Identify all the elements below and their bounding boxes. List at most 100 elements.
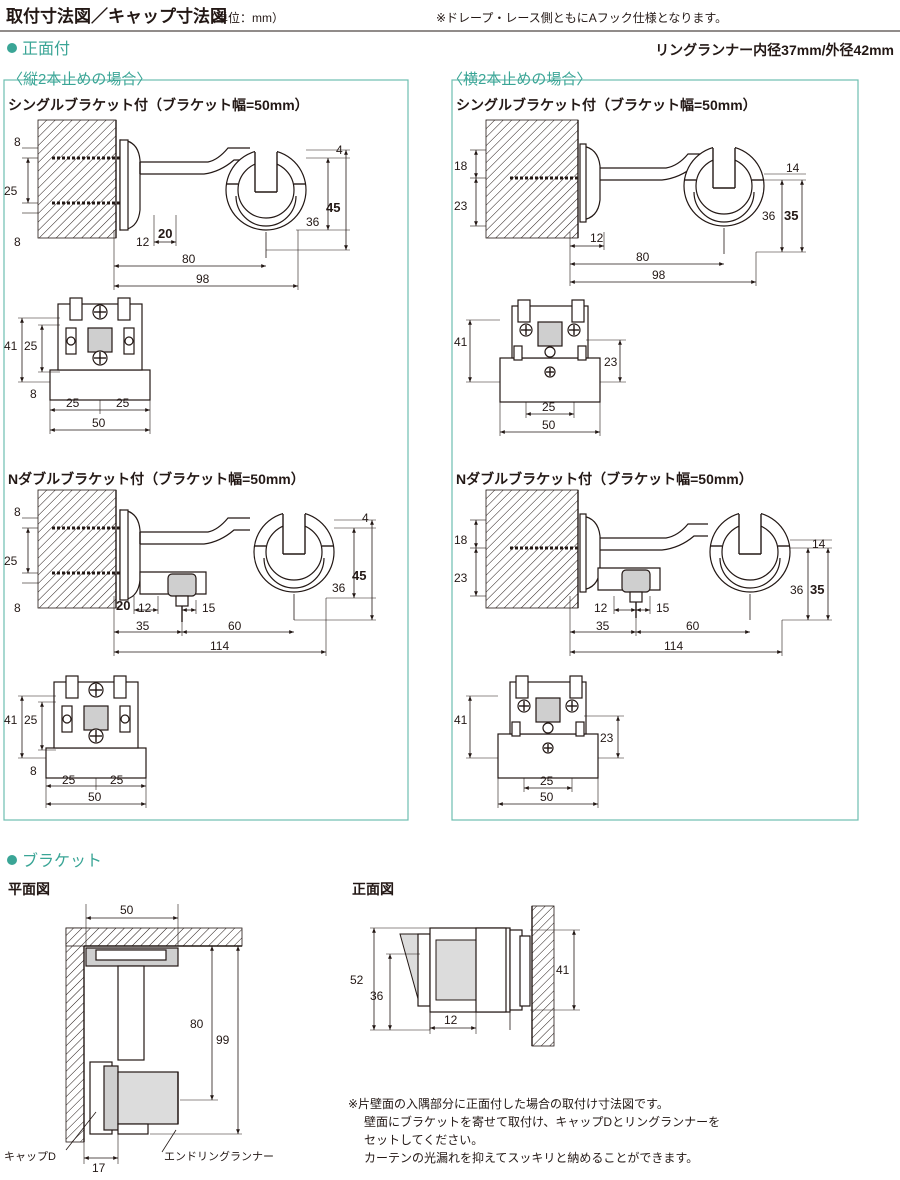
dim-label: 12 — [444, 1013, 458, 1027]
bracket-plan-view — [65, 904, 243, 1164]
dim-label: 25 — [24, 713, 38, 727]
dim-label: 12 — [136, 235, 150, 249]
dim-label: 25 — [116, 396, 130, 410]
dim-label: 8 — [14, 505, 21, 519]
page-title: 取付寸法図／キャップ寸法図 — [6, 6, 227, 26]
right-single-plan — [466, 299, 626, 436]
note-line: セットしてください。 — [364, 1133, 483, 1147]
dim-label: 98 — [196, 272, 210, 286]
dim-label: 36 — [332, 581, 346, 595]
dim-label: 99 — [216, 1033, 230, 1047]
dim-label: 20 — [116, 598, 130, 613]
left-single-heading: シングルブラケット付（ブラケット幅=50mm） — [8, 97, 309, 113]
left-single-plan — [18, 297, 151, 434]
note-line: 壁面にブラケットを寄せて取付け、キャップDとリングランナーを — [364, 1114, 720, 1129]
dim-label: 15 — [656, 601, 670, 615]
dim-label: 41 — [4, 713, 18, 727]
dim-label: 114 — [210, 639, 229, 653]
dim-label: 23 — [600, 731, 614, 745]
dim-label: 35 — [784, 208, 798, 223]
dim-label: 14 — [812, 537, 826, 551]
front-section-label: 正面付 — [22, 40, 70, 58]
dim-label: 52 — [350, 973, 364, 987]
dim-label: 60 — [686, 619, 700, 633]
dim-label: 98 — [652, 268, 666, 282]
dim-label: 25 — [66, 396, 80, 410]
right-panel-frame — [451, 79, 859, 821]
right-double-elevation — [470, 488, 832, 656]
dim-label: 12 — [594, 601, 608, 615]
dim-label: 8 — [14, 135, 21, 149]
dim-label: 60 — [228, 619, 242, 633]
dim-label: 36 — [370, 989, 384, 1003]
dim-label: 23 — [454, 199, 468, 213]
left-panel-frame — [3, 79, 409, 821]
dim-label: 15 — [202, 601, 216, 615]
dim-label: 8 — [14, 601, 21, 615]
left-single-elevation — [22, 118, 350, 290]
dim-label: 12 — [138, 601, 152, 615]
right-single-elevation — [470, 118, 806, 286]
right-double-plan — [466, 675, 624, 808]
right-double-heading: Nダブルブラケット付（ブラケット幅=50mm） — [456, 471, 753, 487]
dim-label: 36 — [762, 209, 776, 223]
dim-label: 45 — [326, 200, 340, 215]
dim-label: 41 — [4, 339, 18, 353]
dim-label: 41 — [454, 713, 468, 727]
dim-label: 4 — [336, 143, 343, 157]
plan-view-title: 平面図 — [8, 881, 50, 897]
left-double-elevation — [22, 488, 376, 656]
dim-label: 12 — [590, 231, 604, 245]
bullet-icon — [7, 43, 17, 53]
dim-label: 23 — [604, 355, 618, 369]
right-single-heading: シングルブラケット付（ブラケット幅=50mm） — [456, 97, 757, 113]
dim-label: 8 — [14, 235, 21, 249]
dim-label: 80 — [636, 250, 650, 264]
end-runner-label: エンドリングランナー — [164, 1149, 274, 1163]
note-line: カーテンの光漏れを抑えてスッキリと納めることができます。 — [364, 1150, 698, 1165]
dim-label: 50 — [120, 903, 134, 917]
dim-label: 80 — [182, 252, 196, 266]
left-double-plan — [18, 675, 147, 808]
dim-label: 8 — [30, 387, 37, 401]
dim-label: 4 — [362, 511, 369, 525]
front-view-title: 正面図 — [352, 881, 394, 897]
dim-label: 45 — [352, 568, 366, 583]
dim-label: 36 — [306, 215, 320, 229]
unit-label: （単位：mm） — [204, 10, 284, 25]
dim-label: 25 — [542, 400, 556, 414]
dim-label: 50 — [92, 416, 106, 430]
dim-label: 80 — [190, 1017, 204, 1031]
dim-label: 36 — [790, 583, 804, 597]
dim-label: 18 — [454, 159, 468, 173]
right-panel-title: 〈横2本止めの場合〉 — [448, 71, 591, 88]
dim-label: 25 — [110, 773, 124, 787]
dim-label: 35 — [136, 619, 150, 633]
dim-label: 41 — [454, 335, 468, 349]
dim-label: 23 — [454, 571, 468, 585]
dim-label: 50 — [542, 418, 556, 432]
dim-label: 14 — [786, 161, 800, 175]
dim-label: 18 — [454, 533, 468, 547]
note-line: ※片壁面の入隅部分に正面付した場合の取付け寸法図です。 — [348, 1096, 669, 1111]
hook-note: ※ドレープ・レース側ともにAフック仕様となります。 — [436, 11, 727, 25]
dim-label: 50 — [540, 790, 554, 804]
cap-d-label: キャップD — [4, 1150, 56, 1163]
bracket-section-label: ブラケット — [22, 851, 102, 870]
dim-label: 114 — [664, 639, 683, 653]
dim-label: 25 — [4, 184, 18, 198]
dim-label: 35 — [596, 619, 610, 633]
dim-label: 17 — [92, 1161, 106, 1175]
ring-spec: リングランナー内径37mm/外径42mm — [655, 42, 894, 58]
dim-label: 25 — [24, 339, 38, 353]
bullet-icon — [7, 855, 17, 865]
dim-label: 25 — [540, 774, 554, 788]
left-double-heading: Nダブルブラケット付（ブラケット幅=50mm） — [8, 471, 305, 487]
dim-label: 50 — [88, 790, 102, 804]
dim-label: 25 — [62, 773, 76, 787]
dim-label: 25 — [4, 554, 18, 568]
dim-label: 41 — [556, 963, 570, 977]
dim-label: 8 — [30, 764, 37, 778]
bracket-front-view — [370, 905, 580, 1047]
